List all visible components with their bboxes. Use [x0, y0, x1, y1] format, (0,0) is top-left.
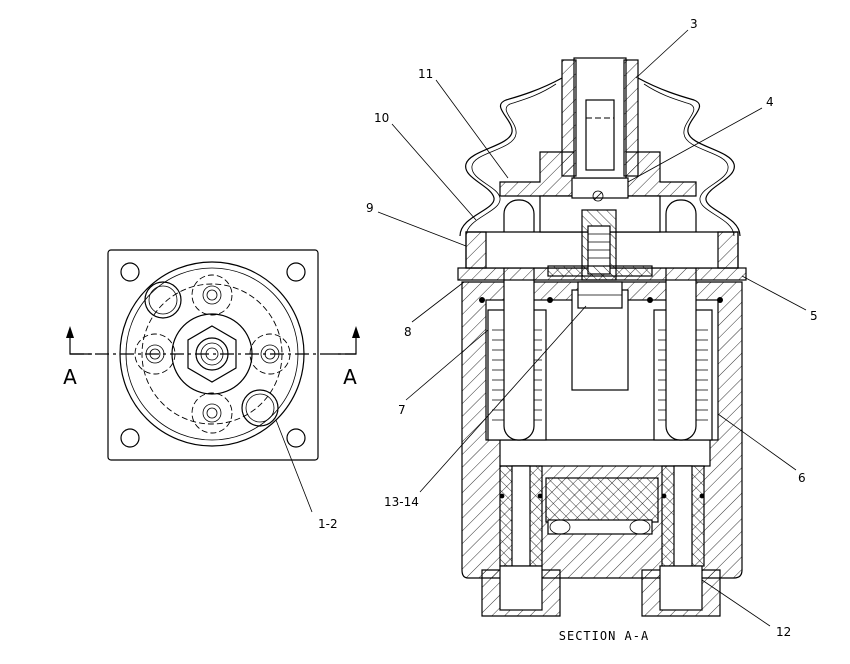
section-caption: SECTION A-A	[559, 629, 649, 643]
section-view	[377, 29, 807, 627]
callout-11: 11	[418, 67, 433, 81]
callout-9: 9	[366, 201, 374, 215]
section-marker-right: A	[343, 365, 357, 389]
callout-13-14: 13-14	[384, 495, 419, 509]
callout-8: 8	[404, 325, 412, 339]
section-marker-left: A	[63, 365, 77, 389]
callout-6: 6	[798, 471, 806, 485]
callout-4: 4	[766, 95, 774, 109]
callout-10: 10	[374, 111, 389, 125]
callout-7: 7	[398, 403, 406, 417]
callout-12: 12	[776, 625, 791, 639]
callout-5: 5	[810, 309, 818, 323]
callout-3: 3	[690, 17, 698, 31]
callout-1-2: 1-2	[318, 517, 338, 531]
top-view	[66, 249, 360, 513]
